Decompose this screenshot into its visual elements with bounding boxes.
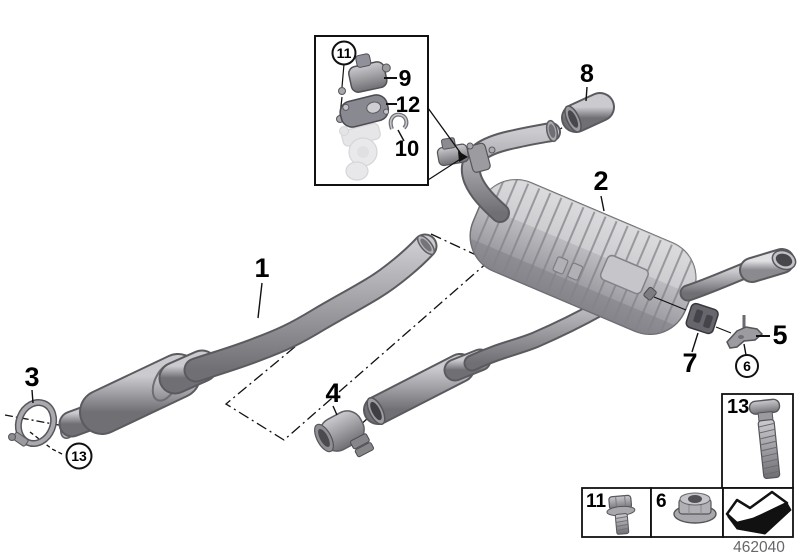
- clamp-band: [16, 400, 56, 446]
- rear-pipe-end-bore: [370, 401, 382, 421]
- short-bolt-icon: [606, 494, 636, 535]
- flange-nut-icon: [673, 492, 717, 524]
- tip-sleeve: [561, 92, 615, 133]
- front-pipe-tube: [185, 235, 436, 381]
- callout-7[interactable]: 7: [682, 348, 697, 378]
- callout-5[interactable]: 5: [772, 320, 787, 350]
- muffler-detail-plate: [599, 254, 649, 295]
- callout-leader-lines: [31, 77, 770, 416]
- svg-text:11: 11: [337, 45, 352, 61]
- actuator-inset-box: [314, 35, 468, 186]
- front-pipe-assembly: [58, 233, 438, 439]
- callouts: 1 2 3 4 5 7 8 9 10 12 11 13 6: [24, 40, 788, 470]
- callout-12[interactable]: 12: [396, 92, 420, 117]
- callout-10[interactable]: 10: [395, 136, 419, 161]
- callout-1[interactable]: 1: [254, 253, 269, 283]
- callout-13-circled[interactable]: 13: [65, 442, 93, 470]
- callout-11-circled[interactable]: 11: [331, 40, 357, 66]
- diagram-code: 462040: [733, 539, 785, 556]
- long-bolt-icon: [748, 398, 781, 480]
- tailpipe: [679, 248, 797, 302]
- muffler-mount-stud: [643, 286, 657, 301]
- fastener-legend: 13 11 6: [581, 393, 794, 538]
- inset-frame: [314, 35, 429, 186]
- ghost-flap-housing: [339, 122, 381, 181]
- inset-pointer-arrowhead: [458, 151, 468, 162]
- rear-pipe-assembly: [363, 289, 641, 426]
- exhaust-flap-actuator-installed: [436, 137, 496, 173]
- rear-muffler: [458, 167, 708, 347]
- actuator-clamp-band: [467, 142, 491, 173]
- mount-and-bracket: [653, 296, 764, 349]
- legend-label-11: 11: [586, 491, 607, 512]
- legend-label-6: 6: [656, 491, 667, 512]
- callout-9[interactable]: 9: [399, 65, 412, 91]
- legend-label-13: 13: [727, 396, 749, 418]
- callout-2[interactable]: 2: [593, 166, 608, 196]
- front-pipe-end-bore: [420, 238, 432, 252]
- callout-13-leader: [29, 431, 65, 456]
- actuator-screw-top: [338, 87, 346, 95]
- svg-text:6: 6: [743, 358, 751, 374]
- svg-text:13: 13: [71, 448, 87, 464]
- rubber-mount: [685, 302, 719, 335]
- callout-6-circled[interactable]: 6: [735, 354, 759, 378]
- actuator-detail: [348, 53, 391, 93]
- direction-arrow-icon: [725, 490, 792, 535]
- callout-3[interactable]: 3: [24, 362, 39, 392]
- callout-4[interactable]: 4: [325, 378, 340, 408]
- pipe-clamp: [314, 410, 375, 458]
- callout-8[interactable]: 8: [580, 60, 594, 88]
- gasket-detail: [339, 94, 390, 128]
- v-band-clamp: [8, 399, 58, 447]
